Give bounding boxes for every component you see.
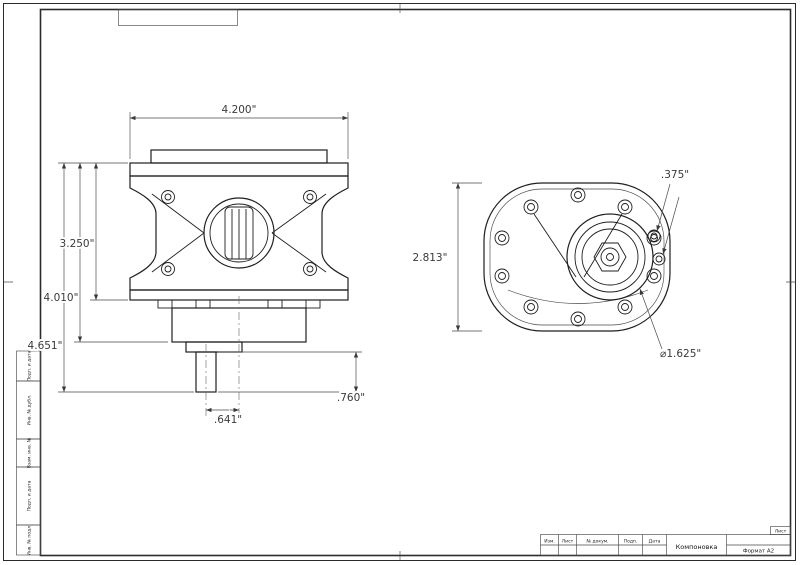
dim-body-height-label: 3.250" xyxy=(60,238,95,250)
top-left-cell xyxy=(118,9,238,26)
margin-label: Инв. № подл. xyxy=(27,524,33,555)
centerlines xyxy=(205,296,240,418)
title-block: Лист Изм. Лист № докум. Подп. Дата Компо… xyxy=(540,526,791,556)
dim-width-label: 4.200" xyxy=(222,104,257,116)
hub xyxy=(566,213,654,301)
margin-label: Взам. инв. № xyxy=(27,437,33,468)
center-marks xyxy=(3,3,796,561)
tb-header: Подп. xyxy=(624,539,638,545)
dim-front-height-label: 2.813" xyxy=(413,252,448,264)
front-view xyxy=(483,182,671,332)
margin-label: Подп. и дата xyxy=(27,480,33,511)
dim-hub-diameter-label: ⌀1.625" xyxy=(660,348,701,360)
sheet-label: Лист xyxy=(775,529,787,535)
dim-flange-height-label: 4.010" xyxy=(44,292,79,304)
sheet-cell xyxy=(770,526,791,535)
stud xyxy=(305,299,321,309)
margin-label: Инв. № дубл. xyxy=(27,395,33,426)
stud xyxy=(267,299,283,309)
front-body-inner xyxy=(489,188,665,326)
side-view xyxy=(129,149,349,418)
side-ports xyxy=(647,229,666,266)
hub-boss xyxy=(566,213,654,301)
dim-shaft-offset-label: .641" xyxy=(214,414,242,426)
port-boss xyxy=(203,197,275,269)
front-view-dimensions: 2.813" .375" ⌀1.625" xyxy=(411,167,704,362)
body-webs xyxy=(151,193,327,273)
drawing-format: Формат А2 xyxy=(743,549,774,555)
tb-header: Изм. xyxy=(544,539,555,545)
flange-bolts xyxy=(161,190,317,276)
casting-web-arc xyxy=(507,289,649,304)
dim-total-height-label: 4.651" xyxy=(28,340,63,352)
front-bolts xyxy=(494,187,662,327)
tb-header: № докум. xyxy=(586,539,608,545)
side-view-dimensions: 4.200" 3.250" 4.010" 4.651" .641" .760" xyxy=(26,104,368,428)
shaft-step xyxy=(185,341,243,353)
margin-label: Подп. и дата xyxy=(27,350,33,381)
tb-header: Дата xyxy=(649,539,661,545)
stud xyxy=(195,299,211,309)
dim-port-spacing-label: .375" xyxy=(661,169,689,181)
casting-web-v xyxy=(533,213,623,278)
stud xyxy=(157,299,173,309)
gear-teeth xyxy=(231,209,247,259)
sheet-frame xyxy=(3,3,796,561)
front-body xyxy=(483,182,671,332)
drawing-name: Компоновка xyxy=(676,543,718,551)
upper-flange xyxy=(129,162,349,177)
top-plate xyxy=(150,149,328,164)
hex-nut xyxy=(593,242,627,272)
margin-column: Подп. и дата Инв. № дубл. Взам. инв. № П… xyxy=(16,350,41,556)
tb-header: Лист xyxy=(562,539,574,545)
dim-shaft-length-label: .760" xyxy=(337,392,365,404)
